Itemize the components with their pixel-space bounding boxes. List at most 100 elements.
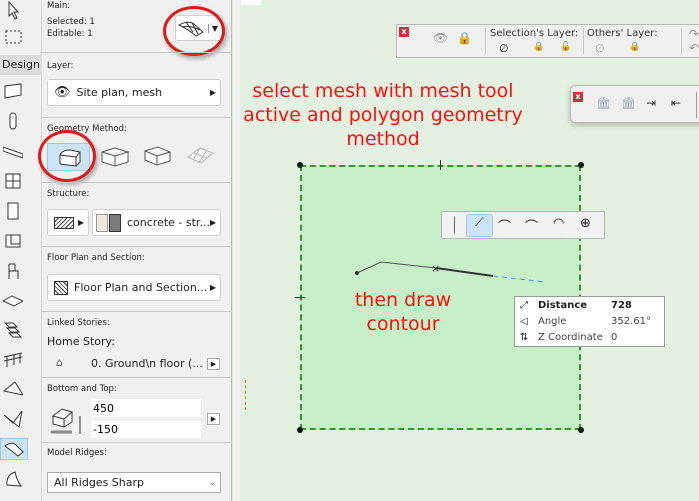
tracker: ⤢ Distance 728 ◁ Angle 352.61° ⇅ Z Coord… [514,296,665,347]
design-tab[interactable]: Design [0,55,42,75]
highlight-circle [38,130,96,182]
edge-midpoint[interactable] [440,160,441,170]
object-tool-icon[interactable] [2,260,24,282]
others-layer-label: Others' Layer: [587,28,658,39]
floor-plan-section-button[interactable]: Floor Plan and Section... ▶ [47,274,221,301]
contour-polyline: × [355,261,546,283]
stair-tool-icon[interactable] [2,318,24,340]
resize-handle[interactable] [245,380,246,410]
marquee-tool-icon[interactable] [2,26,24,48]
home-story-label: Home Story: [47,335,115,348]
home-story-arrow-button[interactable]: ▶ [207,358,220,370]
wall-tool-icon[interactable] [2,80,24,102]
curve-3point-icon[interactable]: ⌒ [525,220,539,235]
lock-selection-layer-icon[interactable]: 🔒 [533,42,545,52]
window-tool-icon[interactable] [2,170,24,192]
arrow-tool-icon[interactable] [2,0,24,22]
railing-tool-icon[interactable] [2,348,24,370]
pet-palette: ⟋ ⌒ ⌒ ◠ ⊕ [441,211,605,239]
lock-others-layer-icon[interactable]: 🔒 [629,42,641,52]
editable-count: Editable: 1 [47,29,93,39]
model-ridges-value: All Ridges Sharp [54,476,144,489]
hide-selection-layer-icon[interactable]: ∅ [499,42,509,55]
mesh-vertex[interactable] [578,162,584,168]
curve-tangent-icon[interactable]: ⌒ [498,220,512,235]
instruction-annotation: select mesh with mesh tool active and po… [243,80,523,150]
slab-tool-icon[interactable] [2,290,24,312]
tab-strip [241,0,261,5]
floor-plan-icon [54,280,68,295]
geometry-method-label: Geometry Method: [47,124,127,134]
distance-icon: ⤢ [520,300,528,311]
layer-label: Layer: [47,61,74,71]
angle-icon: ◁ [520,316,528,327]
teamwork-toolbar: x 🏛 🏛 ⇥ ⇤ [570,85,699,123]
info-box-panel: Main: Selected: 1 Editable: 1 ▼ Layer: 👁… [38,0,232,501]
chevron-down-icon: ⌄ [208,477,216,488]
receive-icon[interactable]: ⇥ [646,96,657,110]
geometry-regular-mesh-button[interactable] [185,143,215,171]
polyline-segment-icon[interactable]: ⟋ [466,214,493,237]
bottom-elevation-input[interactable] [91,420,201,438]
structure-value: concrete - str... [127,216,210,229]
close-icon[interactable]: x [399,27,409,37]
undo-icon[interactable]: ↶ [689,41,699,55]
morph-tool-icon[interactable] [2,468,24,490]
redo-icon[interactable]: ↷ [689,27,699,41]
arc-center-icon[interactable]: ◠ [553,216,565,231]
top-elevation-input[interactable] [91,399,201,417]
refresh-icon[interactable]: 🏛 [621,96,637,110]
layer-value: Site plan, mesh [76,86,163,99]
z-coordinate-icon: ⇅ [520,332,529,343]
hide-others-layer-icon[interactable]: ∅ [595,42,605,55]
rotated-rectangle-geometry-icon [143,146,172,166]
selection-layer-label: Selection's Layer: [490,28,579,39]
arrow-right-icon: ▶ [209,88,216,97]
highlight-circle [163,6,225,56]
arc-center-radius-icon[interactable]: ⊕ [580,216,591,231]
tracker-angle-value[interactable]: 352.61° [611,316,651,327]
arrow-right-icon: ▶ [77,218,84,227]
skylight-tool-icon[interactable] [2,230,24,252]
bottom-top-label: Bottom and Top: [47,384,117,394]
close-icon[interactable]: x [573,92,583,102]
lock-layers-icon[interactable]: 🔒 [457,31,472,45]
canvas-edge [233,0,240,501]
layer-toolbar: x 👁 🔒 Selection's Layer: ∅ 🔒 🔓 Others' L… [396,24,699,58]
draw-annotation: then draw contour [354,289,452,335]
building-material-select[interactable]: concrete - str... ▶ [92,209,221,236]
door-tool-icon[interactable] [2,200,24,222]
mesh-tool-icon[interactable] [0,438,28,460]
beam-tool-icon[interactable] [2,140,24,162]
geometry-rotated-rectangle-button[interactable] [142,143,172,171]
regular-mesh-geometry-icon [187,147,214,164]
unlock-selection-layer-icon[interactable]: 🔓 [560,42,572,52]
floor-plan-value: Floor Plan and Section... [74,281,208,294]
tracker-distance-value[interactable]: 728 [611,300,632,311]
svg-text:×: × [431,262,440,275]
model-ridges-label: Model Ridges: [47,448,107,458]
structure-type-select[interactable]: ▶ [47,209,89,236]
mesh-vertex[interactable] [578,427,584,433]
toolbox: Design [0,0,42,501]
geometry-rectangle-button[interactable] [100,143,130,171]
tracker-distance-label: Distance [538,300,588,311]
layer-select[interactable]: 👁 Site plan, mesh ▶ [47,79,221,106]
elevation-arrow-button[interactable]: ▶ [207,413,220,425]
roof-tool-icon[interactable] [2,378,24,400]
material-color-swatch [109,213,121,232]
mesh-vertex[interactable] [297,427,303,433]
model-ridges-dropdown[interactable]: All Ridges Sharp ⌄ [47,472,221,493]
send-icon[interactable]: ⇤ [671,96,682,110]
tracker-z-value[interactable]: 0 [611,332,618,343]
edge-midpoint[interactable] [295,297,305,298]
column-tool-icon[interactable] [2,110,24,132]
shell-tool-icon[interactable] [2,408,24,430]
floor-plan-canvas[interactable]: x 👁 🔒 Selection's Layer: ∅ 🔒 🔓 Others' L… [233,0,699,501]
tracker-angle-label: Angle [538,316,567,327]
mesh-vertex[interactable] [297,162,303,168]
reserve-icon[interactable]: 🏛 [596,96,612,110]
show-layers-icon[interactable]: 👁 [433,31,449,45]
arrow-right-icon: ▶ [209,218,216,227]
arrow-right-icon: ▶ [209,283,216,292]
